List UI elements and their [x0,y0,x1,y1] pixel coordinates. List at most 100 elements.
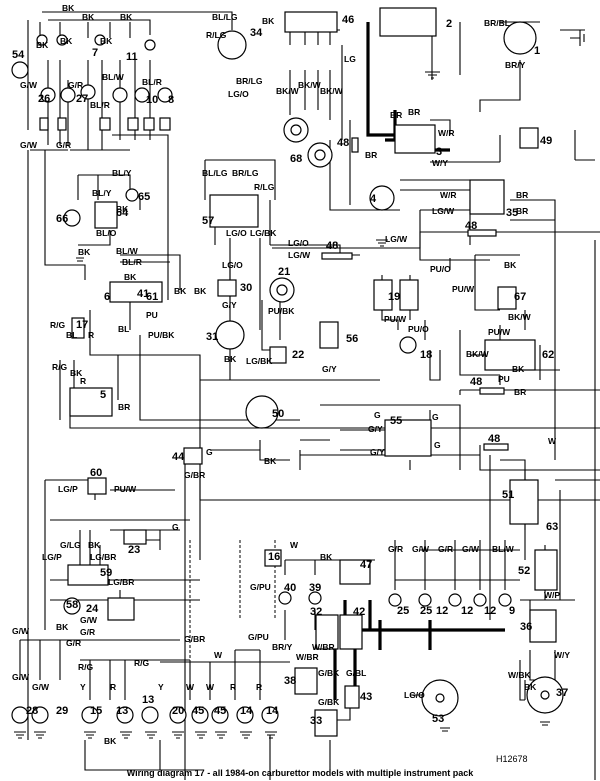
wire-label: BR/LG [232,168,259,178]
wire-label: LG/W [432,206,455,216]
wire-label: BK [100,36,113,46]
component-number: 16 [268,551,280,563]
wire-label: G/LG [60,540,81,550]
wire-label: BR [365,150,377,160]
component-number: 54 [12,49,25,61]
wire-label: LG/BR [90,552,116,562]
wire-label: BL/R [90,100,110,110]
wire-label: BL/W [116,246,139,256]
component-number: 13 [116,705,128,717]
wire-label: LG/W [288,250,311,260]
wire-label: PU/W [384,314,407,324]
component-number: 58 [66,599,78,611]
wire-label: G/BR [184,634,205,644]
wire-label: BK [36,40,49,50]
wire-label: R/LG [254,182,275,192]
component-number: 52 [518,565,530,577]
component-number: 8 [168,94,174,106]
component-number: 62 [542,349,554,361]
component-number: 61 [146,291,158,303]
wire-label: G/W [412,544,430,554]
wire-label: PU/O [430,264,451,274]
wire-label: G/Y [322,364,337,374]
component-number: 43 [360,691,372,703]
component-number: 25 [420,605,432,617]
wire-label: BK/W [320,86,344,96]
wire-label: BK/W [298,80,322,90]
component-number: 4 [370,193,377,205]
wire-colour-labels: BK BK BK BK BK BK BL/W BL/R BL/R G/W G/R… [12,3,570,746]
wire-label: BR [516,206,528,216]
wire-label: W/BR [296,652,319,662]
component-number: 51 [502,489,514,501]
component-number: 60 [90,467,102,479]
wire-label: LG/P [58,484,78,494]
wire-label: BK [512,364,525,374]
component-number: 25 [397,605,409,617]
wire-label: W/R [440,190,457,200]
component-number: 48 [488,433,500,445]
component-number: 10 [146,94,158,106]
component-number: 40 [284,582,296,594]
wire-label: LG/O [228,89,249,99]
component-number: 48 [337,137,349,149]
wire-label: BK [120,12,133,22]
wire-label: PU/BK [268,306,295,316]
component-number: 14 [240,705,253,717]
wire-label: BL/R [122,257,142,267]
wire-label: BL/R [142,77,162,87]
wire-label: G/PU [248,632,269,642]
component-number: 65 [138,191,150,203]
wire-label: LG/O [222,260,243,270]
component-number: 66 [56,213,68,225]
wire-label: G/BL [346,668,366,678]
wire-label: BL/Y [112,168,132,178]
wire-label: LG/W [385,234,408,244]
wire-label: G/W [12,672,30,682]
wire-label: G/W [12,626,30,636]
component-number: 45 [192,705,204,717]
wire-label: W/BR [312,642,335,652]
component-number: 63 [546,521,558,533]
wire-label: G/R [388,544,403,554]
wire-label: BK [104,736,117,746]
component-number: 47 [360,559,372,571]
component-numbers: 1 2 3 4 5 6 7 8 9 10 11 12 12 12 13 13 1… [12,14,568,727]
component-number: 26 [38,93,50,105]
wire-label: G/W [462,544,480,554]
wire-label: W [290,540,299,550]
component-number: 2 [446,18,452,30]
wire-label: Y [158,682,164,692]
wire-label: R/G [134,658,150,668]
wire-label: BR/BL [484,18,510,28]
component-number: 17 [76,319,88,331]
wire-label: BL/O [96,228,117,238]
wire-label: BR [514,387,526,397]
component-number: 19 [388,291,400,303]
component-number: 32 [310,606,322,618]
wire-label: G/W [32,682,50,692]
wire-label: BK [224,354,237,364]
component-number: 29 [56,705,68,717]
wire-label: G/PU [250,582,271,592]
component-number: 9 [509,605,515,617]
wire-label: G [172,522,179,532]
wire-label: R [80,376,86,386]
wire-label: R [256,682,262,692]
component-number: 12 [436,605,448,617]
component-number: 44 [172,451,185,463]
component-number: 28 [26,705,38,717]
wire-label: G/W [20,140,38,150]
wire-label: W/Y [432,158,448,168]
wire-label: G/BK [318,697,340,707]
component-number: 3 [436,146,442,158]
wire-label: BR [408,107,420,117]
component-number: 38 [284,675,296,687]
wire-label: G/R [66,638,81,648]
component-number: 13 [142,694,154,706]
wire-label: R [230,682,236,692]
component-number: 49 [540,135,552,147]
wire-label: G [374,410,381,420]
wire-label: BK [504,260,517,270]
wire-label: G [206,447,213,457]
